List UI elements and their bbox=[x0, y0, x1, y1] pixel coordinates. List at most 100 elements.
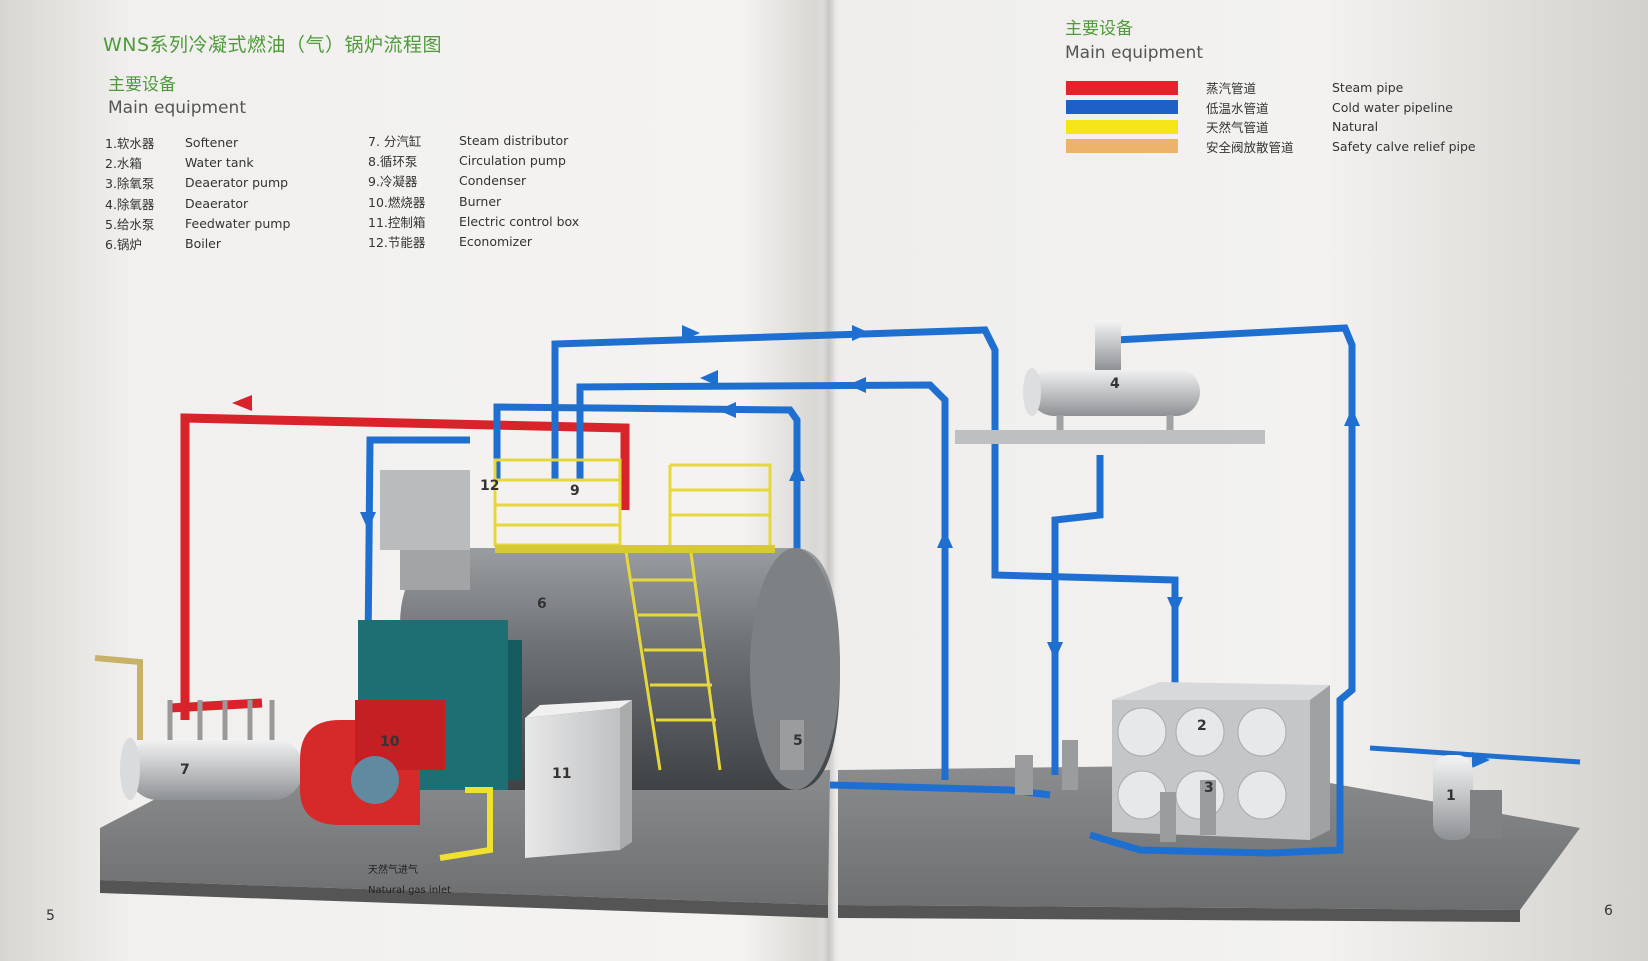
left-section-en: Main equipment bbox=[108, 98, 246, 118]
water-tank bbox=[1112, 682, 1330, 840]
equipment-number: 11.控制箱 bbox=[368, 214, 426, 230]
legend-item: 天然气管道 Natural bbox=[1066, 117, 1476, 137]
right-section-heading: 主要设备 Main equipment bbox=[1065, 14, 1203, 63]
equipment-number: 2.水箱 bbox=[105, 155, 142, 171]
label-softener: 1 bbox=[1446, 788, 1456, 804]
deaerator bbox=[955, 320, 1265, 444]
gas-inlet-en: Natural gas inlet bbox=[368, 885, 451, 896]
equipment-list-col1: 1.软水器 Softener 2.水箱 Water tank 3.除氧泵 Deaera… bbox=[105, 132, 290, 254]
label-feedwater-pump: 5 bbox=[793, 733, 803, 749]
list-item: 12.节能器 Economizer bbox=[368, 231, 579, 251]
label-steam-distributor: 7 bbox=[180, 762, 190, 778]
equipment-name: Deaerator pump bbox=[185, 175, 289, 191]
steam-flow-arrow bbox=[232, 395, 252, 411]
label-boiler: 6 bbox=[537, 596, 547, 612]
left-section-heading: 主要设备 Main equipment bbox=[108, 70, 246, 118]
equipment-number: 6.锅炉 bbox=[105, 237, 142, 253]
equipment-number: 5.给水泵 bbox=[105, 216, 155, 232]
water-pipe-swatch bbox=[1066, 100, 1178, 115]
equipment-name: Steam distributor bbox=[459, 132, 569, 148]
top-platform-deck bbox=[495, 545, 775, 553]
page-number-right: 6 bbox=[1604, 903, 1613, 919]
burner bbox=[300, 700, 445, 825]
left-section-zh: 主要设备 bbox=[108, 75, 176, 95]
economizer-base bbox=[400, 550, 470, 590]
water-flow-arrows bbox=[360, 325, 1490, 768]
control-box bbox=[525, 700, 632, 858]
gas-pipe-swatch bbox=[1066, 119, 1178, 134]
equipment-name: Boiler bbox=[185, 236, 221, 252]
list-item: 1.软水器 Softener bbox=[105, 132, 290, 152]
legend-zh: 低温水管道 bbox=[1206, 100, 1269, 116]
equipment-name: Burner bbox=[459, 193, 502, 209]
label-deaerator: 4 bbox=[1110, 376, 1120, 392]
equipment-name: Circulation pump bbox=[459, 152, 566, 168]
label-economizer: 12 bbox=[480, 478, 499, 494]
equipment-number: 9.冷凝器 bbox=[368, 174, 418, 190]
steam-distributor bbox=[94, 655, 303, 800]
legend-item: 安全阀放散管道 Safety calve relief pipe bbox=[1066, 137, 1476, 157]
left-floor-edge bbox=[100, 880, 828, 918]
list-item: 6.锅炉 Boiler bbox=[105, 233, 290, 253]
equipment-name: Feedwater pump bbox=[185, 215, 291, 231]
steam-header-pipe bbox=[169, 698, 263, 713]
list-item: 4.除氧器 Deaerator bbox=[105, 193, 290, 213]
list-item: 5.给水泵 Feedwater pump bbox=[105, 213, 290, 233]
equipment-number: 8.循环泵 bbox=[368, 153, 418, 169]
label-condenser: 9 bbox=[570, 483, 580, 499]
label-burner: 10 bbox=[380, 734, 400, 750]
equipment-name: Water tank bbox=[185, 154, 254, 170]
economizer-duct bbox=[380, 470, 470, 550]
list-item: 3.除氧泵 Deaerator pump bbox=[105, 173, 290, 193]
legend-en: Steam pipe bbox=[1332, 80, 1404, 96]
legend-item: 蒸汽管道 Steam pipe bbox=[1066, 78, 1476, 98]
diagram-number-labels: 2 4 6 7 10 11 12 9 1 3 5 bbox=[180, 376, 1456, 804]
legend-zh: 蒸汽管道 bbox=[1206, 81, 1257, 97]
legend-zh: 天然气管道 bbox=[1206, 120, 1269, 136]
list-item: 7. 分汽缸 Steam distributor bbox=[368, 130, 579, 150]
page-number-left: 5 bbox=[46, 908, 55, 924]
equipment-name: Softener bbox=[185, 134, 239, 150]
label-water-tank: 2 bbox=[1197, 718, 1207, 734]
steam-pipe bbox=[180, 413, 630, 720]
label-control-box: 11 bbox=[552, 766, 571, 782]
legend-zh: 安全阀放散管道 bbox=[1206, 139, 1294, 155]
right-floor-edge bbox=[838, 905, 1520, 922]
list-item: 8.循环泵 Circulation pump bbox=[368, 150, 579, 170]
legend-en: Natural bbox=[1332, 119, 1379, 135]
equipment-name: Condenser bbox=[459, 173, 527, 189]
pumps bbox=[780, 720, 1216, 842]
list-item: 9.冷凝器 Condenser bbox=[368, 171, 579, 191]
equipment-number: 12.节能器 bbox=[368, 235, 426, 251]
relief-pipe-swatch bbox=[1066, 139, 1178, 154]
equipment-number: 7. 分汽缸 bbox=[368, 133, 422, 149]
label-deaerator-pump: 3 bbox=[1204, 780, 1214, 796]
equipment-name: Economizer bbox=[459, 234, 533, 250]
list-item: 10.燃烧器 Burner bbox=[368, 191, 579, 211]
equipment-name: Electric control box bbox=[459, 213, 580, 229]
legend-en: Cold water pipeline bbox=[1332, 99, 1453, 115]
right-section-en: Main equipment bbox=[1065, 43, 1203, 63]
softener bbox=[1433, 755, 1502, 840]
equipment-number: 10.燃烧器 bbox=[368, 194, 426, 210]
legend-en: Safety calve relief pipe bbox=[1332, 138, 1476, 154]
equipment-list-col2: 7. 分汽缸 Steam distributor 8.循环泵 Circulation… bbox=[368, 130, 579, 252]
gas-inlet-zh: 天然气进气 bbox=[368, 863, 418, 876]
right-section-zh: 主要设备 bbox=[1065, 19, 1133, 39]
gas-pipe bbox=[439, 787, 493, 861]
list-item: 2.水箱 Water tank bbox=[105, 152, 290, 172]
equipment-number: 4.除氧器 bbox=[105, 196, 155, 212]
right-floor bbox=[838, 765, 1580, 910]
equipment-name: Deaerator bbox=[185, 195, 249, 211]
left-floor bbox=[100, 770, 830, 905]
equipment-number: 3.除氧泵 bbox=[105, 176, 155, 192]
legend-item: 低温水管道 Cold water pipeline bbox=[1066, 98, 1476, 118]
equipment-number: 1.软水器 bbox=[105, 135, 155, 151]
diagram-title: WNS系列冷凝式燃油（气）锅炉流程图 bbox=[103, 34, 443, 56]
list-item: 11.控制箱 Electric control box bbox=[368, 211, 579, 231]
softener-inlet-pipe bbox=[1369, 745, 1581, 765]
steam-pipe-swatch bbox=[1066, 80, 1178, 95]
